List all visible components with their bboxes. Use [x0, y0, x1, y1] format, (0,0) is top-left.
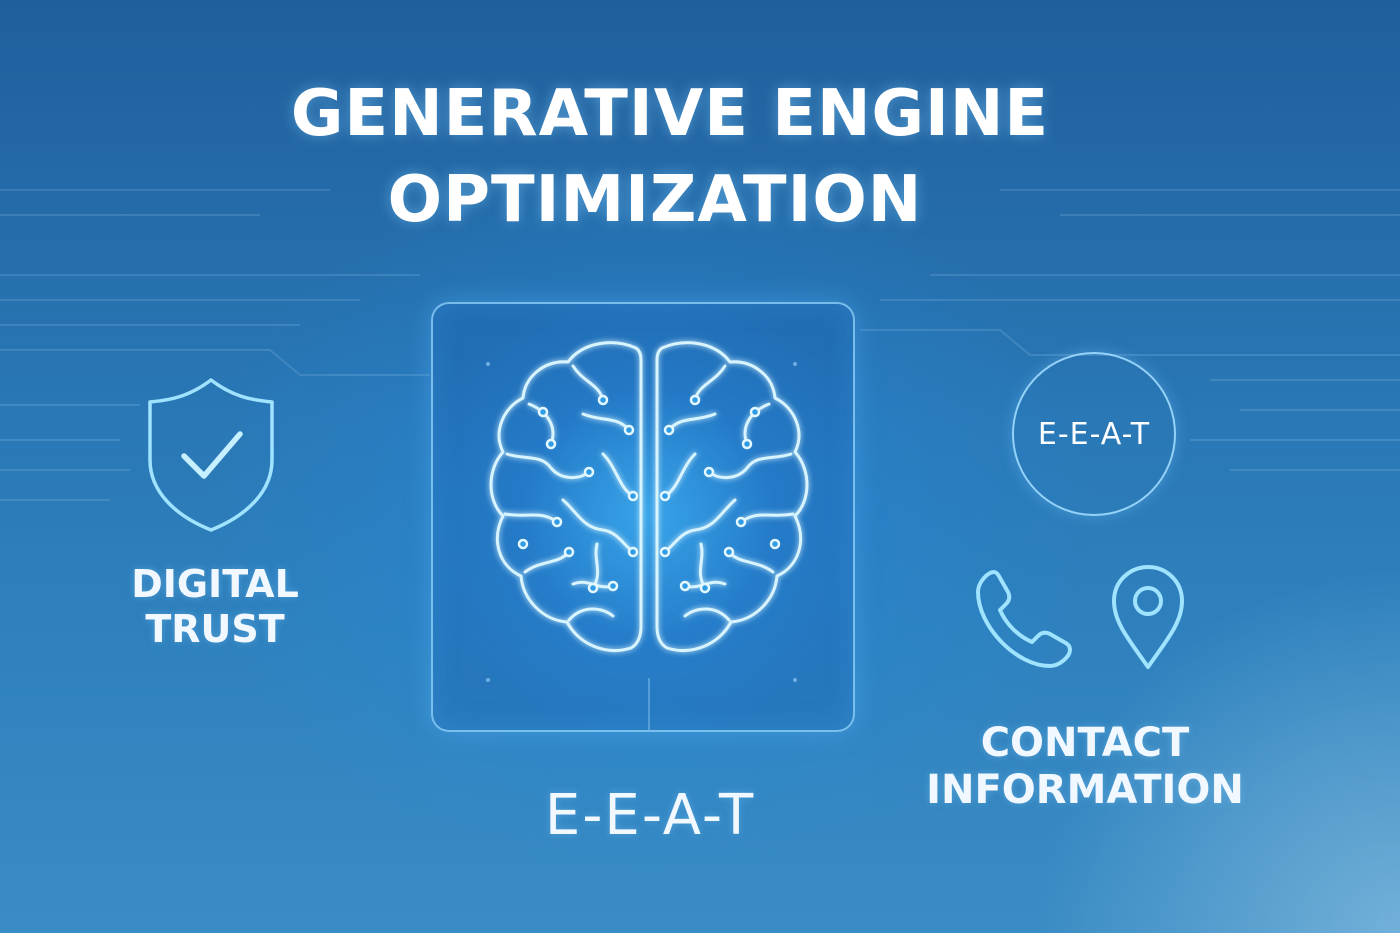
- eeat-label: E-E-A-T: [544, 783, 756, 848]
- digital-trust-label: DIGITAL TRUST: [110, 562, 320, 652]
- contact-information-label: CONTACT INFORMATION: [910, 720, 1260, 814]
- digital-trust-line-2: TRUST: [145, 606, 285, 651]
- eeat-badge-text: E-E-A-T: [1037, 416, 1151, 452]
- digital-trust-line-1: DIGITAL: [131, 562, 299, 606]
- page-title-line-2: OPTIMIZATION: [387, 163, 923, 237]
- contact-information-line-1: CONTACT: [980, 720, 1190, 766]
- shield-check-icon: [148, 378, 274, 532]
- brain-panel: [431, 302, 855, 732]
- phone-icon: [976, 570, 1072, 668]
- location-pin-icon: [1112, 565, 1184, 669]
- brain-icon: [486, 341, 809, 730]
- contact-information-line-2: INFORMATION: [926, 767, 1244, 814]
- page-title-line-1: GENERATIVE ENGINE: [290, 77, 1050, 151]
- eeat-badge: E-E-A-T: [1012, 352, 1176, 516]
